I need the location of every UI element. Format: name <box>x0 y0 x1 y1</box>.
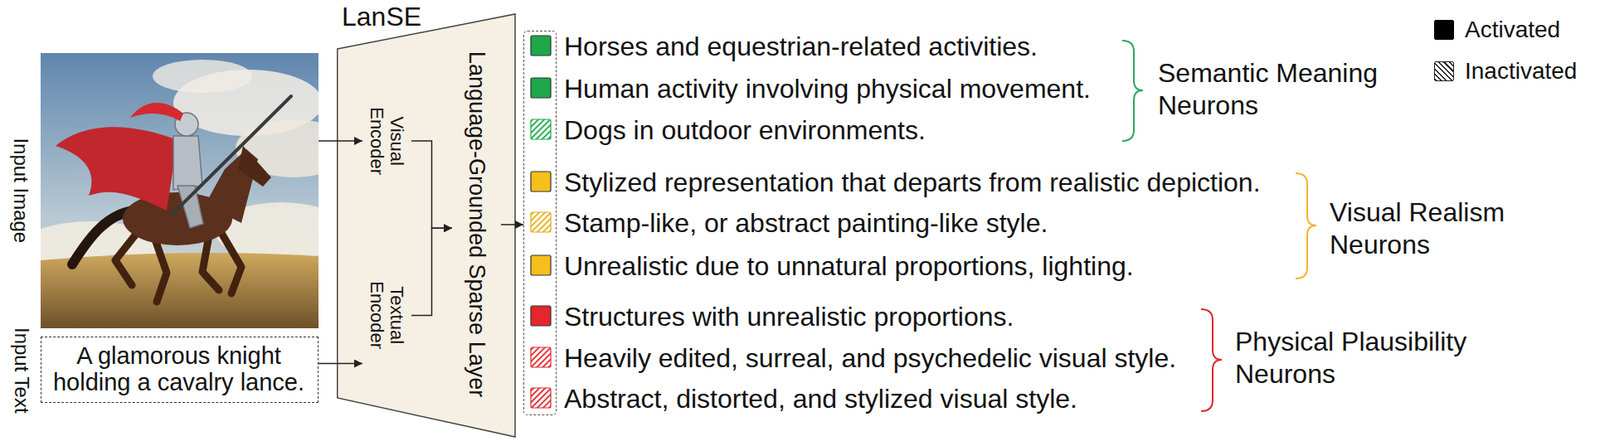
box-label: Language-Grounded Sparse Layer <box>463 51 490 398</box>
neuron-column: Horses and equestrian-related activities… <box>523 30 557 416</box>
neuron-description: Heavily edited, surreal, and psychedelic… <box>564 342 1177 375</box>
prompt-text: A glamorous knight holding a cavalry lan… <box>48 342 310 397</box>
flow-arrow <box>500 223 524 226</box>
input-text-box: Input TextA glamorous knight holding a c… <box>40 336 319 404</box>
legend-text: Inactivated <box>1464 58 1577 85</box>
legend-swatch <box>1434 19 1455 40</box>
side-label: Input Text <box>9 327 34 414</box>
neuron-description: Structures with unrealistic proportions. <box>564 301 1014 333</box>
neuron-description: Unrealistic due to unnatural proportions… <box>564 250 1134 283</box>
group-label: Semantic Meaning Neurons <box>1157 57 1399 122</box>
group-label: Physical Plausibility Neurons <box>1235 325 1497 391</box>
module-title: LanSE <box>341 1 422 33</box>
trapezoid-shape <box>337 14 516 438</box>
neuron-description: Horses and equestrian-related activities… <box>564 30 1038 63</box>
group-label: Visual Realism Neurons <box>1329 196 1533 262</box>
box-label: Textual Encoder <box>366 269 407 361</box>
neuron-description: Dogs in outdoor environments. <box>564 114 926 146</box>
neuron-description: Stylized representation that departs fro… <box>564 166 1261 199</box>
knight-illustration <box>40 53 319 329</box>
neuron-description: Abstract, distorted, and stylized visual… <box>564 383 1078 415</box>
neuron-description: Stamp-like, or abstract painting-like st… <box>564 207 1048 239</box>
lanse-module: Visual EncoderTextual Encoder Language-Gr… <box>336 0 516 440</box>
legend-text: Activated <box>1464 16 1561 44</box>
neuron-description: Human activity involving physical moveme… <box>564 72 1091 105</box>
legend-swatch <box>1434 61 1455 82</box>
input-image-frame: Input Image <box>40 53 319 329</box>
box-label: Visual Encoder <box>366 95 407 187</box>
flow-arrow <box>318 363 363 365</box>
side-label: Input Image <box>9 137 33 244</box>
flow-arrow <box>318 140 363 142</box>
